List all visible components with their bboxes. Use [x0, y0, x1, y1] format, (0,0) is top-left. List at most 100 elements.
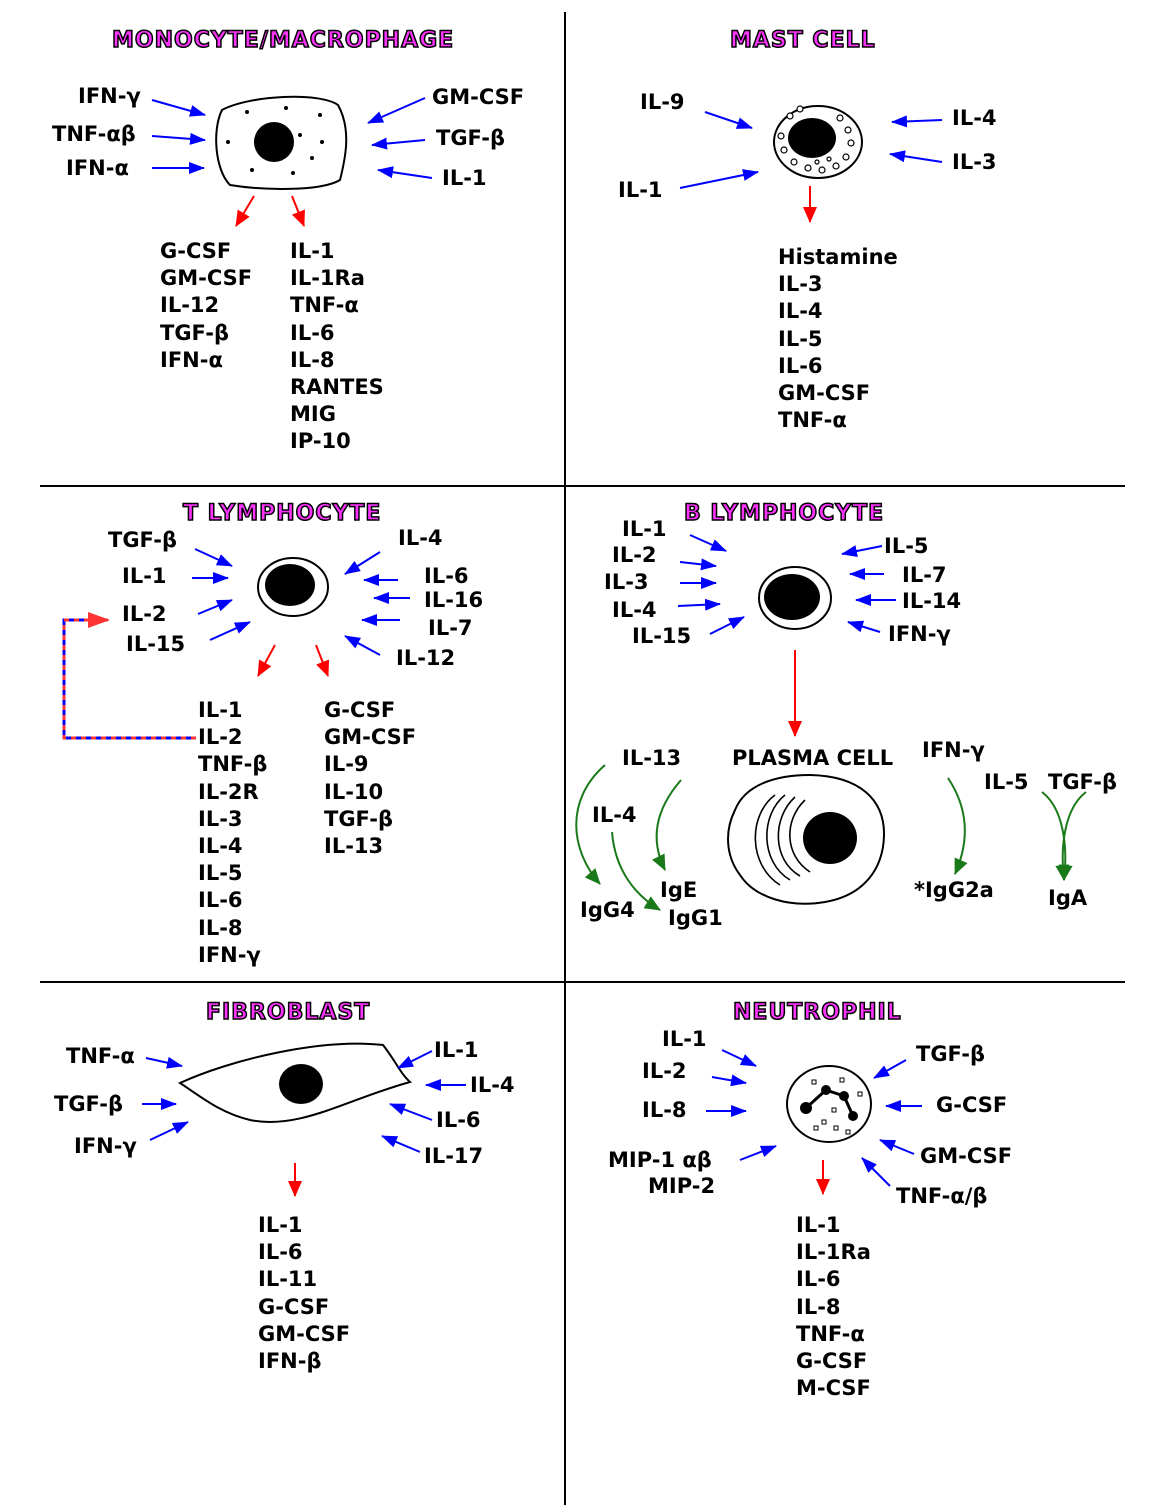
b-in-il-2: IL-2: [612, 543, 657, 567]
list-item: TNF-β: [198, 752, 268, 777]
monocyte-cell: [215, 95, 348, 190]
title-mast-cell: MAST CELL: [729, 28, 876, 53]
b-in-ifn-gamma: IFN-γ: [888, 622, 951, 646]
list-item: IL-8: [796, 1294, 841, 1319]
title-fibroblast: FIBROBLAST: [205, 1000, 371, 1025]
list-item: IL-1Ra: [796, 1240, 871, 1265]
b-cell-membrane: [758, 566, 832, 630]
neutrophil-nucleus-lobes: [800, 1085, 858, 1121]
mast-cell-nucleus: [788, 118, 836, 158]
mono-in-gm-csf: GM-CSF: [432, 85, 525, 109]
mast-in-il-4: IL-4: [952, 106, 997, 130]
neu-in-il-1: IL-1: [662, 1027, 707, 1051]
list-item: IL-6: [198, 888, 243, 913]
mono-output-list-right: IL-1 IL-1Ra TNF-α IL-6 IL-8 RANTES MIG I…: [290, 238, 384, 456]
list-item: IL-4: [198, 833, 243, 858]
neu-in-mip-1: MIP-1 αβ: [608, 1148, 712, 1172]
b-in-il-1: IL-1: [622, 517, 667, 541]
b-in-il-5: IL-5: [884, 534, 929, 558]
t-in-tgf-beta: TGF-β: [108, 528, 178, 552]
neu-in-g-csf: G-CSF: [936, 1093, 1008, 1117]
b-in-il-4: IL-4: [612, 598, 657, 622]
neu-in-tgf-beta: TGF-β: [916, 1042, 986, 1066]
list-item: IL-9: [324, 752, 369, 777]
t-in-il-2: IL-2: [122, 602, 167, 626]
fib-in-il-1: IL-1: [434, 1038, 479, 1062]
fibroblast-nucleus: [279, 1064, 323, 1104]
isotype-igg1: IgG1: [668, 906, 723, 930]
fib-in-ifn-gamma: IFN-γ: [74, 1134, 137, 1158]
switch-tgf-beta: TGF-β: [1048, 770, 1118, 794]
t-cell-output-arrows: [257, 644, 330, 677]
neu-in-il-2: IL-2: [642, 1059, 687, 1083]
title-t-lymphocyte: T LYMPHOCYTE: [182, 501, 382, 526]
mono-in-ifn-alpha: IFN-α: [66, 156, 129, 180]
list-item: GM-CSF: [778, 380, 871, 405]
t-in-il-16: IL-16: [424, 588, 484, 612]
list-item: GM-CSF: [258, 1321, 351, 1346]
mast-cell-granules: [777, 105, 855, 174]
list-item: IL-2R: [198, 779, 259, 804]
list-item: MIG: [290, 402, 336, 427]
mono-in-il-1: IL-1: [442, 166, 487, 190]
list-item: IL-3: [778, 272, 823, 297]
t-cell-input-arrows: [192, 548, 410, 656]
il2-feedback-loop: [62, 618, 196, 740]
list-item: TGF-β: [160, 320, 230, 345]
list-item: IFN-γ: [198, 942, 261, 967]
mast-in-il-3: IL-3: [952, 150, 997, 174]
list-item: IL-1Ra: [290, 266, 365, 291]
list-item: IL-3: [198, 806, 243, 831]
neu-in-il-8: IL-8: [642, 1098, 687, 1122]
isotype-iga: IgA: [1048, 886, 1088, 910]
monocyte-nucleus: [254, 122, 294, 162]
list-item: IL-8: [290, 347, 335, 372]
fibroblast-output-list: IL-1 IL-6 IL-11 G-CSF GM-CSF IFN-β: [258, 1212, 350, 1375]
neu-in-tnf-ab: TNF-α/β: [896, 1184, 988, 1208]
list-item: IL-6: [290, 320, 335, 345]
monocyte-granules: [226, 106, 324, 175]
list-item: IFN-α: [160, 347, 223, 372]
monocyte-input-arrows: [151, 97, 433, 179]
b-in-il-15: IL-15: [632, 624, 692, 648]
list-item: RANTES: [290, 374, 384, 399]
mono-in-tgf-beta: TGF-β: [436, 126, 506, 150]
mono-output-list-left: G-CSF GM-CSF IL-12 TGF-β IFN-α: [160, 238, 252, 374]
isotype-igg4: IgG4: [580, 898, 635, 922]
b-in-il-7: IL-7: [902, 563, 947, 587]
list-item: G-CSF: [258, 1294, 330, 1319]
fibroblast-cell: [177, 1042, 413, 1123]
list-item: G-CSF: [160, 239, 232, 263]
mono-in-tnf-ab: TNF-αβ: [52, 122, 136, 146]
title-neutrophil: NEUTROPHIL: [732, 1000, 902, 1025]
t-in-il-4: IL-4: [398, 526, 443, 550]
list-item: IL-1: [796, 1213, 841, 1237]
neutrophil-input-arrows: [706, 1049, 922, 1187]
list-item: IP-10: [290, 429, 351, 454]
plasma-cell-membrane: [727, 773, 886, 905]
switch-il-13: IL-13: [622, 746, 682, 770]
list-item: IL-8: [198, 915, 243, 940]
list-item: G-CSF: [324, 698, 396, 722]
b-cell-input-arrows: [677, 534, 896, 635]
mast-in-il-1: IL-1: [618, 178, 663, 202]
t-in-il-1: IL-1: [122, 564, 167, 588]
list-item: TNF-α: [796, 1321, 865, 1346]
fib-in-tnf-alpha: TNF-α: [66, 1044, 135, 1068]
title-b-lymphocyte: B LYMPHOCYTE: [683, 501, 885, 526]
neu-in-gm-csf: GM-CSF: [920, 1144, 1013, 1168]
mono-in-ifn-gamma: IFN-γ: [78, 84, 141, 108]
il2-feedback-arrowhead: [88, 612, 110, 628]
monocyte-output-arrows: [235, 195, 305, 227]
list-item: IL-13: [324, 833, 384, 858]
list-item: IL-5: [198, 861, 243, 886]
fibroblast-input-arrows: [142, 1050, 466, 1153]
plasma-cell-label: PLASMA CELL: [732, 746, 894, 770]
mast-output-list: Histamine IL-3 IL-4 IL-5 IL-6 GM-CSF TNF…: [778, 244, 898, 434]
neu-in-mip-2: MIP-2: [648, 1174, 716, 1198]
b-in-il-14: IL-14: [902, 589, 962, 613]
neutrophil-output-list: IL-1 IL-1Ra IL-6 IL-8 TNF-α G-CSF M-CSF: [796, 1212, 871, 1402]
list-item: G-CSF: [796, 1348, 868, 1373]
list-item: GM-CSF: [324, 725, 417, 750]
t-in-il-6: IL-6: [424, 564, 469, 588]
